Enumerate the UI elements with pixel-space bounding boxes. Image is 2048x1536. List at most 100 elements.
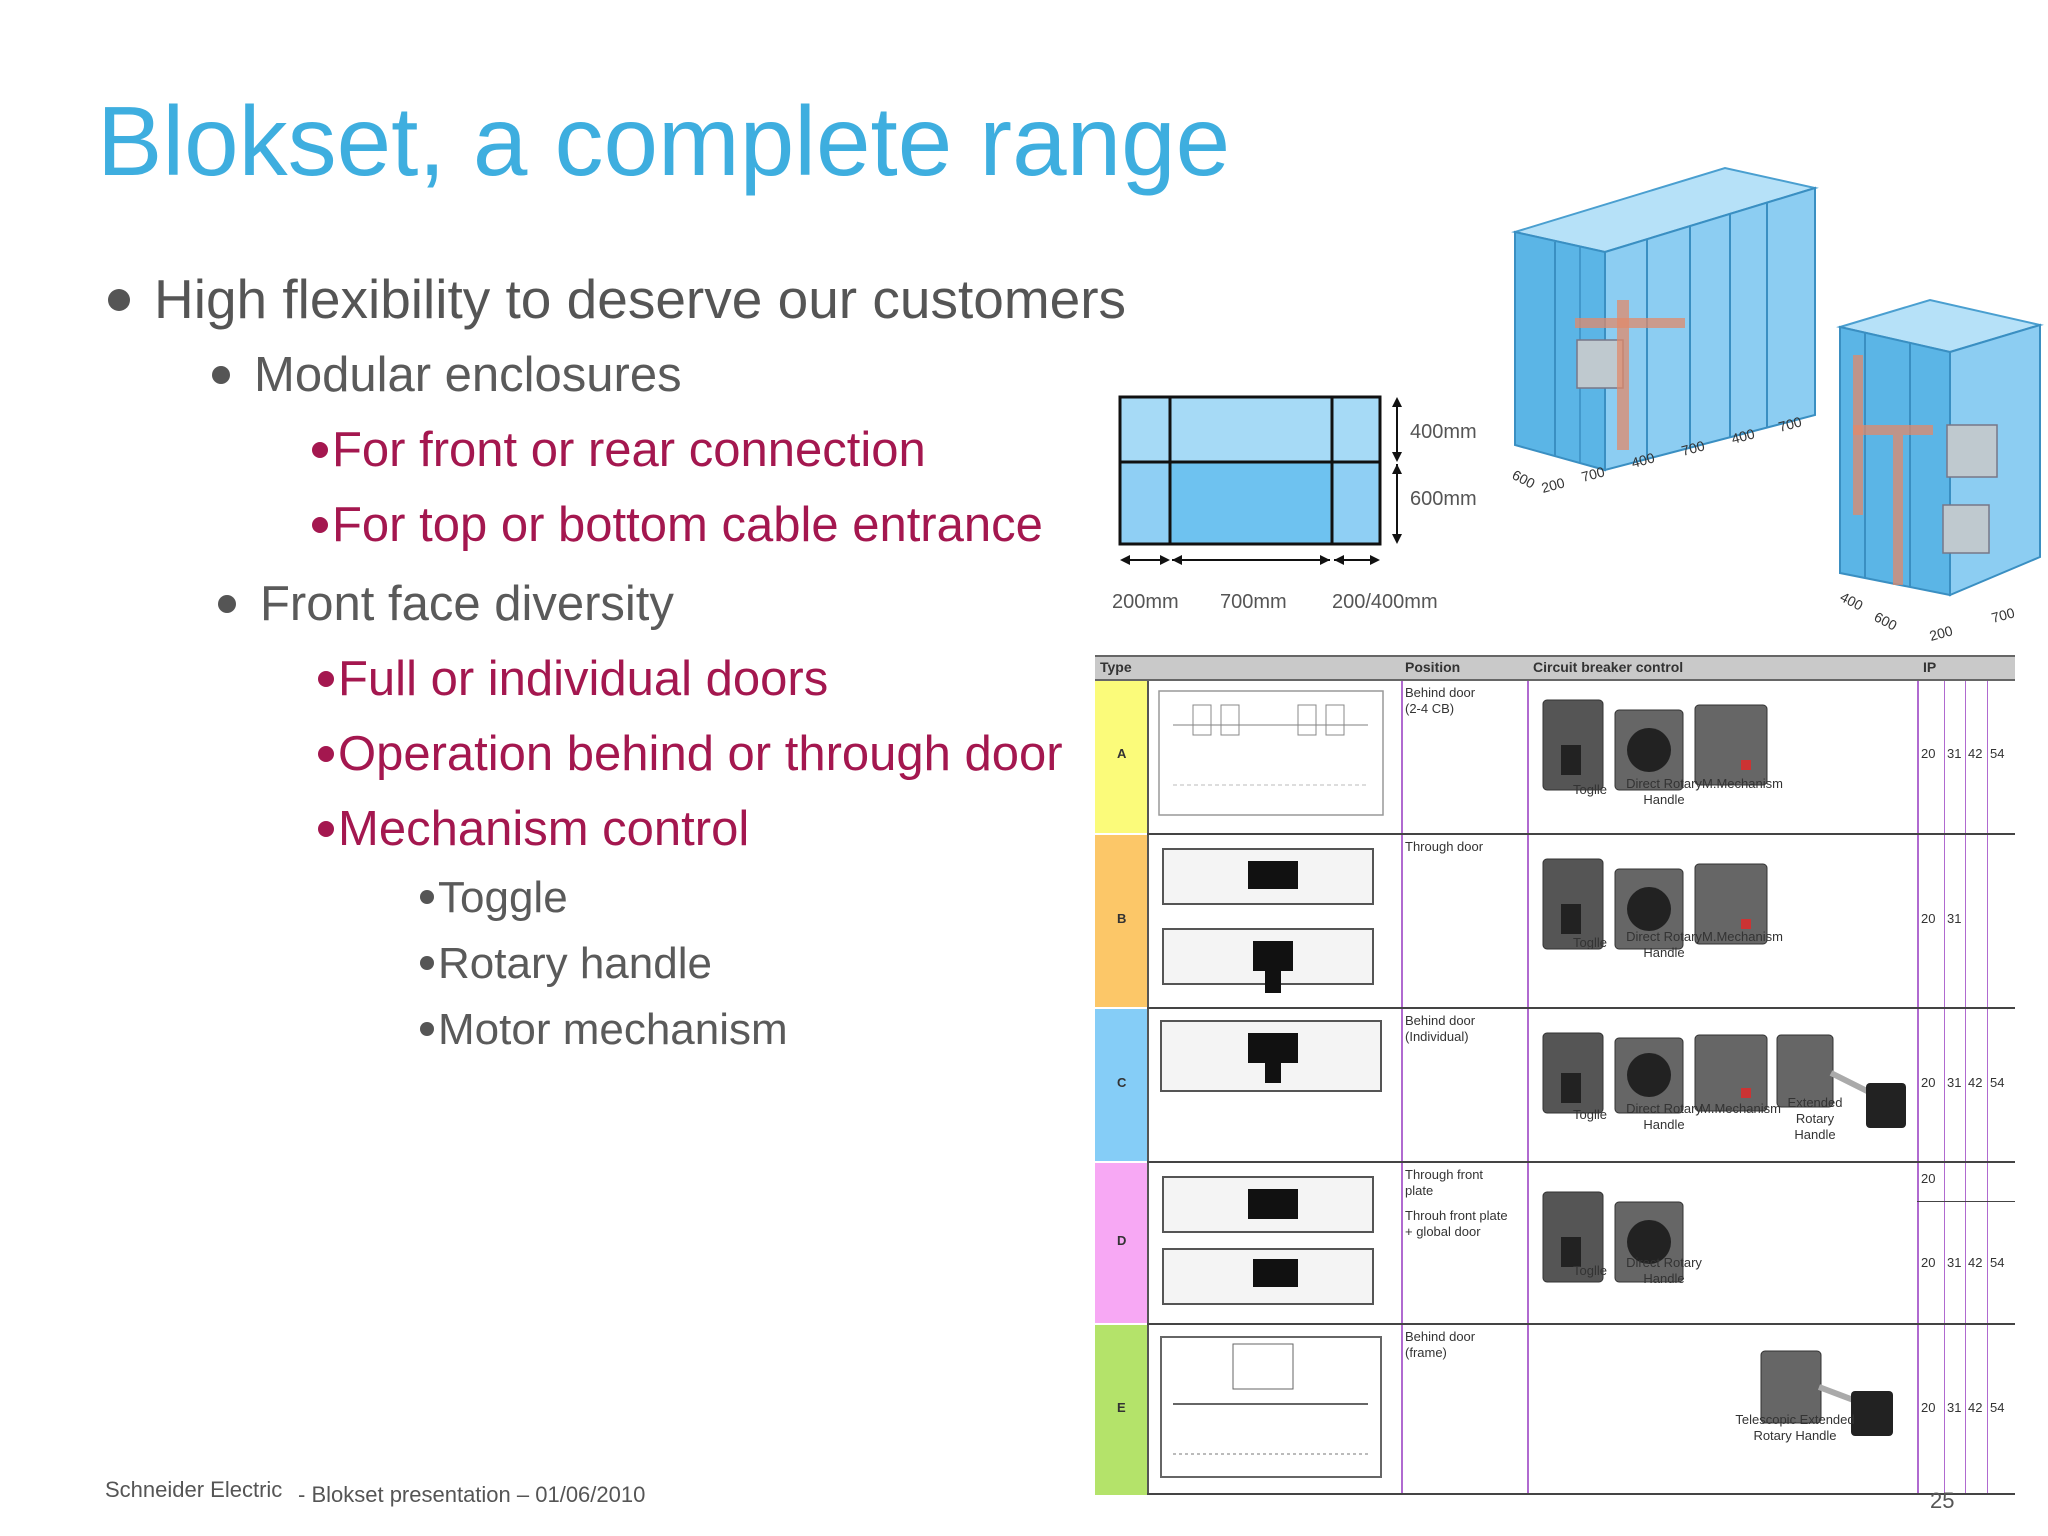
bullet-dot-icon <box>420 890 434 905</box>
bullet-level1: High flexibility to deserve our customer… <box>108 272 1126 327</box>
iso-dim-label: 700 <box>1680 437 1707 459</box>
enclosure-3d-illustration-small: 400 600 200 700 <box>1836 298 2044 644</box>
position-text: (Individual) <box>1405 1029 1469 1044</box>
header-cb-control: Circuit breaker control <box>1533 659 1684 675</box>
row-b-device-icons <box>1542 858 1768 950</box>
device-caption: Direct Rotary Handle <box>1626 929 1702 960</box>
iso-dim-label: 400 <box>1630 449 1657 471</box>
position-text: Through front <box>1405 1167 1484 1182</box>
type-cell-c <box>1095 1009 1149 1161</box>
type-label: C <box>1117 1075 1127 1090</box>
device-caption: Toglle <box>1573 1107 1607 1122</box>
bullet-level4: Toggle <box>420 876 568 920</box>
ip-value: 42 <box>1968 1075 1983 1090</box>
type-b-drawing <box>1162 848 1374 993</box>
device-caption: M.Mechanism <box>1700 1101 1781 1116</box>
bullet-dot-icon <box>318 746 334 763</box>
dim-400-label: 400mm <box>1410 421 1477 443</box>
ip-value: 54 <box>1990 1075 2005 1090</box>
row-c-device-icons <box>1542 1032 1906 1128</box>
ip-value: 54 <box>1990 1400 2005 1415</box>
bullet-level2: Front face diversity <box>218 580 674 629</box>
row-d-device-icons <box>1542 1191 1684 1283</box>
bullet-dot-icon <box>318 821 334 838</box>
type-cell-e <box>1095 1325 1149 1495</box>
device-caption: Toglle <box>1573 935 1607 950</box>
device-caption: M.Mechanism <box>1702 929 1783 944</box>
bullet-level2: Modular enclosures <box>212 351 682 400</box>
enclosure-3d-illustration-large: 600 200 700 400 700 400 700 <box>1510 166 1819 496</box>
ip-value: 31 <box>1947 1400 1962 1415</box>
type-a-drawing <box>1158 690 1384 816</box>
position-text: Throuh front plate <box>1405 1208 1508 1223</box>
position-text: plate <box>1405 1183 1434 1198</box>
ip-value: 42 <box>1968 746 1983 761</box>
footer-page-number: 25 <box>1930 1488 1955 1513</box>
bullet-dot-icon <box>218 595 236 614</box>
type-d-drawing <box>1162 1176 1374 1305</box>
type-e-drawing <box>1160 1336 1382 1478</box>
position-text: + global door <box>1405 1224 1481 1239</box>
bullet-dot-icon <box>312 517 328 534</box>
footer-presentation: - Blokset presentation – 01/06/2010 <box>298 1482 646 1507</box>
circuit-breaker-table: Type Position Circuit breaker control IP… <box>1095 655 2015 1495</box>
type-label: A <box>1117 746 1127 761</box>
position-text: Behind door <box>1405 685 1476 700</box>
iso-dim-label: 600 <box>1510 467 1538 492</box>
type-cell-a <box>1095 681 1149 833</box>
iso-dim-label: 200 <box>1540 474 1567 496</box>
type-cell-b <box>1095 835 1149 1007</box>
bullet-dot-icon <box>420 956 434 971</box>
bullet-level3: Full or individual doors <box>318 655 828 704</box>
device-caption: Telescopic Extended Rotary Handle <box>1735 1412 1855 1443</box>
ip-value: 54 <box>1990 746 2005 761</box>
ip-value: 31 <box>1947 1255 1962 1270</box>
header-type: Type <box>1100 659 1132 675</box>
type-c-drawing <box>1160 1020 1382 1092</box>
bullet-dot-icon <box>318 671 334 688</box>
device-caption: M.Mechanism <box>1702 776 1783 791</box>
position-text: (frame) <box>1405 1345 1447 1360</box>
ip-value: 42 <box>1968 1255 1983 1270</box>
iso-dim-label: 400 <box>1730 425 1757 447</box>
iso-dim-label: 700 <box>1580 463 1607 485</box>
slide-title: Blokset, a complete range <box>97 86 1231 196</box>
device-caption: Toglle <box>1573 782 1607 797</box>
type-cell-d <box>1095 1163 1149 1323</box>
device-caption: Direct Rotary Handle <box>1626 1101 1702 1132</box>
dim-600-label: 600mm <box>1410 488 1477 510</box>
bullet-level4: Rotary handle <box>420 942 712 986</box>
device-caption: Toglle <box>1573 1263 1607 1278</box>
bullet-dot-icon <box>212 366 230 385</box>
header-ip: IP <box>1923 659 1937 675</box>
width-700-label: 700mm <box>1220 591 1287 613</box>
ip-value: 20 <box>1921 746 1936 761</box>
bullet-level4: Motor mechanism <box>420 1008 788 1052</box>
bullet-level3: For top or bottom cable entrance <box>312 501 1043 550</box>
type-label: D <box>1117 1233 1127 1248</box>
footer-company: Schneider Electric <box>105 1477 283 1502</box>
position-text: (2-4 CB) <box>1405 701 1455 716</box>
position-text: Behind door <box>1405 1013 1476 1028</box>
ip-value: 54 <box>1990 1255 2005 1270</box>
device-caption: Direct Rotary Handle <box>1626 1255 1702 1286</box>
bullet-level3: Mechanism control <box>318 805 749 854</box>
bullet-dot-icon <box>420 1022 434 1037</box>
ip-value: 31 <box>1947 911 1962 926</box>
device-caption: Direct Rotary Handle <box>1626 776 1702 807</box>
position-text: Behind door <box>1405 1329 1476 1344</box>
width-200-400-label: 200/400mm <box>1332 591 1438 613</box>
table-header <box>1095 655 2015 681</box>
ip-value: 20 <box>1921 1171 1936 1186</box>
iso-dim-label: 400 <box>1838 589 1866 614</box>
ip-value: 31 <box>1947 1075 1962 1090</box>
iso-dim-label: 600 <box>1872 609 1900 634</box>
iso-dim-label: 700 <box>1777 413 1804 435</box>
ip-value: 20 <box>1921 1075 1936 1090</box>
bullet-level3: For front or rear connection <box>312 426 926 475</box>
ip-value: 31 <box>1947 746 1962 761</box>
enclosure-dimension-diagram: 400mm 600mm 200mm 700mm 200/400mm <box>1112 395 1477 613</box>
ip-value: 20 <box>1921 911 1936 926</box>
iso-dim-label: 700 <box>1990 604 2017 626</box>
device-caption: Extended Rotary Handle <box>1787 1095 1843 1142</box>
